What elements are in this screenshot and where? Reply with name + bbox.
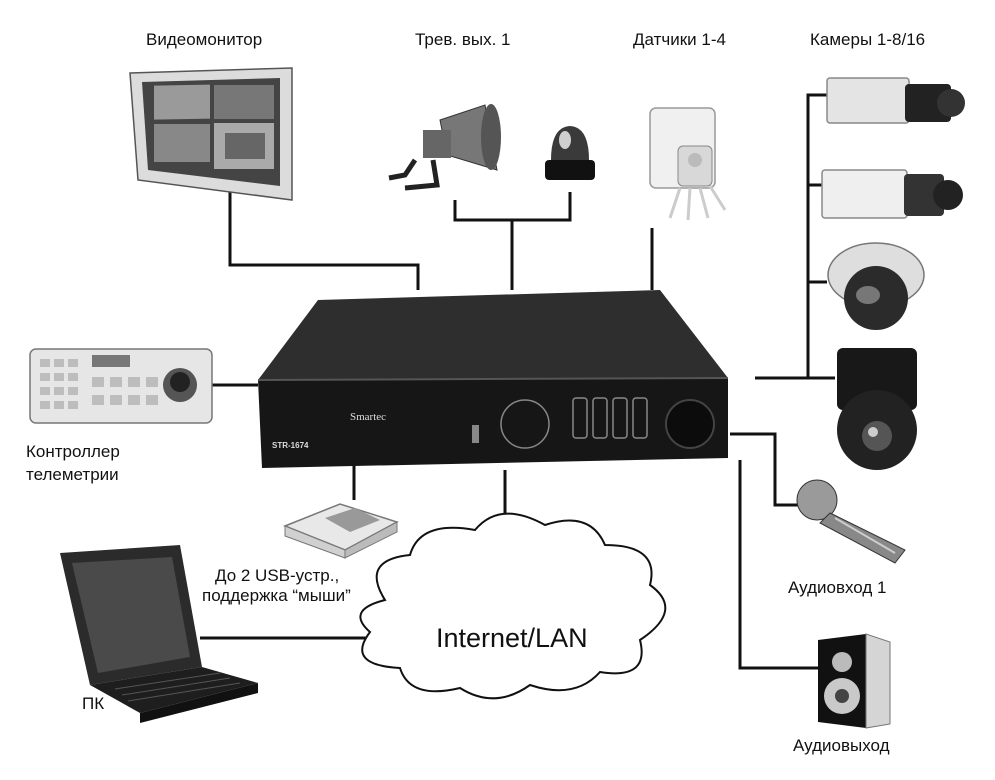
label-video-monitor: Видеомонитор xyxy=(146,30,263,49)
motion-sensor xyxy=(649,107,727,221)
line-audio-out xyxy=(738,460,818,670)
box-camera-2 xyxy=(821,169,963,219)
dvr-nav-pad xyxy=(500,399,550,449)
dome-camera xyxy=(827,242,925,330)
dvr-buttons xyxy=(572,397,648,439)
line-monitor xyxy=(228,190,420,290)
usb-device xyxy=(282,503,399,559)
label-usb-line2: поддержка “мыши” xyxy=(202,586,351,605)
label-network: Internet/LAN xyxy=(436,623,588,653)
line-cameras xyxy=(755,93,827,380)
box-camera-1 xyxy=(826,77,965,124)
label-cameras: Камеры 1-8/16 xyxy=(810,30,926,49)
alarm-beacon xyxy=(545,126,595,180)
dvr-model: STR-1674 xyxy=(272,441,309,450)
label-sensors: Датчики 1-4 xyxy=(633,30,726,49)
usb-port xyxy=(472,425,479,443)
telemetry-controller xyxy=(29,348,213,424)
internet-cloud xyxy=(359,512,667,700)
label-controller-line1: Контроллер xyxy=(26,442,120,461)
label-audio-out: Аудиовыход xyxy=(793,736,890,755)
line-alarm xyxy=(453,192,572,222)
laptop-pc xyxy=(60,545,258,723)
label-alarm-out: Трев. вых. 1 xyxy=(415,30,511,49)
video-monitor xyxy=(129,67,293,201)
label-controller-line2: телеметрии xyxy=(26,465,119,484)
horn-siren xyxy=(388,104,501,191)
label-pc: ПК xyxy=(82,694,105,713)
connection-lines xyxy=(200,93,835,670)
speaker xyxy=(818,633,891,729)
microphone xyxy=(796,479,906,564)
label-audio-in: Аудиовход 1 xyxy=(788,578,887,597)
label-usb-line1: До 2 USB-устр., xyxy=(215,566,340,585)
dvr-brand: Smartec xyxy=(350,411,386,423)
dvr-jog-dial xyxy=(665,399,715,449)
ptz-camera xyxy=(837,348,917,470)
dvr-recorder: Smartec STR-1674 xyxy=(257,290,729,468)
line-audio-in xyxy=(730,432,798,507)
